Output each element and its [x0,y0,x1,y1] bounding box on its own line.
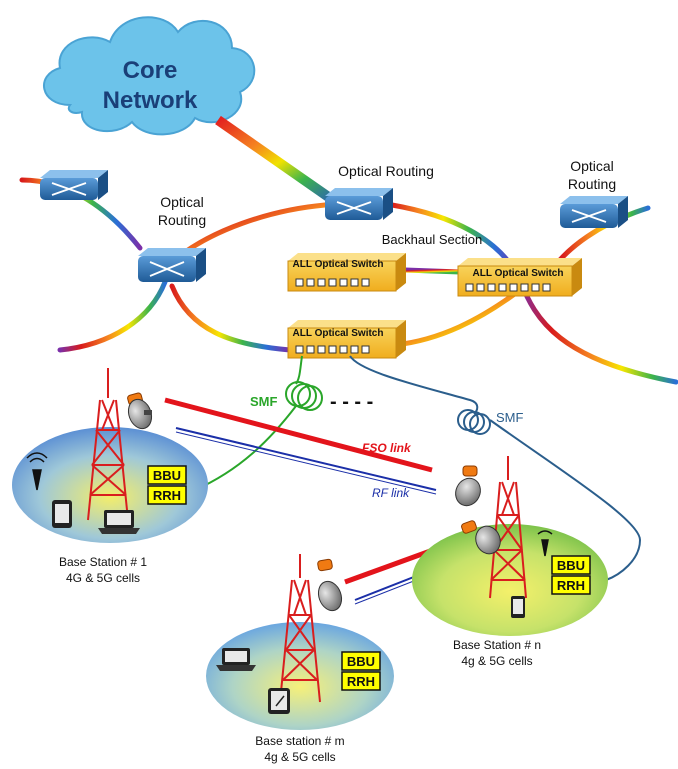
smf-left-label: SMF [250,394,278,409]
base-station-m-title: Base station # m [255,734,344,748]
core-uplink [215,115,343,210]
bbu-box-m [341,651,381,671]
rf-link [175,427,437,495]
fso-transceiver-icon [317,558,343,612]
core-network-cloud: Core Network [43,16,256,136]
rrh-box-m [341,671,381,691]
bbu-label-n: BBU [557,558,585,573]
fso-transceiver-icon [461,465,478,534]
bbu-box-n [551,555,591,575]
tower-icon [279,554,321,703]
base-station-1-cells: 4G & 5G cells [66,571,140,585]
switch-c-ports [295,345,370,354]
router-right[interactable] [560,196,628,228]
optical-switch-c-label: ALL Optical Switch [293,328,384,339]
switch-a-ports [295,278,370,287]
optical-switch-a[interactable] [287,253,406,292]
base-station-1[interactable]: BBU RRH [12,368,208,543]
base-station-n-title: Base Station # n [453,638,541,652]
rrh-label-m: RRH [347,674,375,689]
optical-switch-b[interactable] [457,258,582,297]
rrh-box-1 [147,485,187,505]
fiber-continuation-dots: - - - - [330,391,373,413]
tablet-icon [268,688,290,714]
rrh-label-n: RRH [557,578,585,593]
base-station-1-title: Base Station # 1 [59,555,147,569]
base-station-m[interactable]: BBU RRH [206,554,394,730]
routing-label-left-line2: Routing [158,212,206,228]
laptop-icon [216,648,256,671]
tower-icon [489,456,527,599]
router-left[interactable] [138,248,206,282]
tower-icon [87,368,129,521]
smf-left-fiber [194,355,323,491]
smf-right-fiber [349,355,642,581]
routing-label-right-line1: Optical [570,158,614,174]
routing-label-center: Optical Routing [338,163,434,179]
switch-b-ports [465,283,551,292]
rf-link-label: RF link [372,486,410,500]
backhaul-section-label: Backhaul Section [382,232,482,247]
smartphone-icon [52,500,72,528]
smartphone-icon [511,596,525,618]
router-far-left [40,170,108,200]
smf-right-label: SMF [496,410,524,425]
bbu-label-1: BBU [153,468,181,483]
base-station-n[interactable]: BBU RRH [412,456,608,636]
optical-switch-a-label: ALL Optical Switch [293,259,384,270]
base-station-m-cells: 4g & 5G cells [264,750,335,764]
base-station-n-cells: 4g & 5G cells [461,654,532,668]
dish-icon [455,477,501,555]
bbu-box-1 [147,465,187,485]
antenna-icon [537,530,553,557]
core-network-label-line1: Core [123,57,178,84]
fso-link-label: FSO link [362,441,412,455]
rrh-label-1: RRH [153,488,181,503]
fso-transceiver-icon [127,392,153,430]
antenna-icon [26,452,48,491]
bbu-label-m: BBU [347,654,375,669]
laptop-icon [98,510,140,534]
rrh-box-n [551,575,591,595]
routing-label-right-line2: Routing [568,176,616,192]
router-center[interactable] [325,188,393,220]
fso-link [164,397,433,473]
routing-label-left-line1: Optical [160,194,204,210]
optical-switch-b-label: ALL Optical Switch [473,268,564,279]
core-network-label-line2: Network [103,87,198,114]
optical-switch-c[interactable] [287,320,406,359]
